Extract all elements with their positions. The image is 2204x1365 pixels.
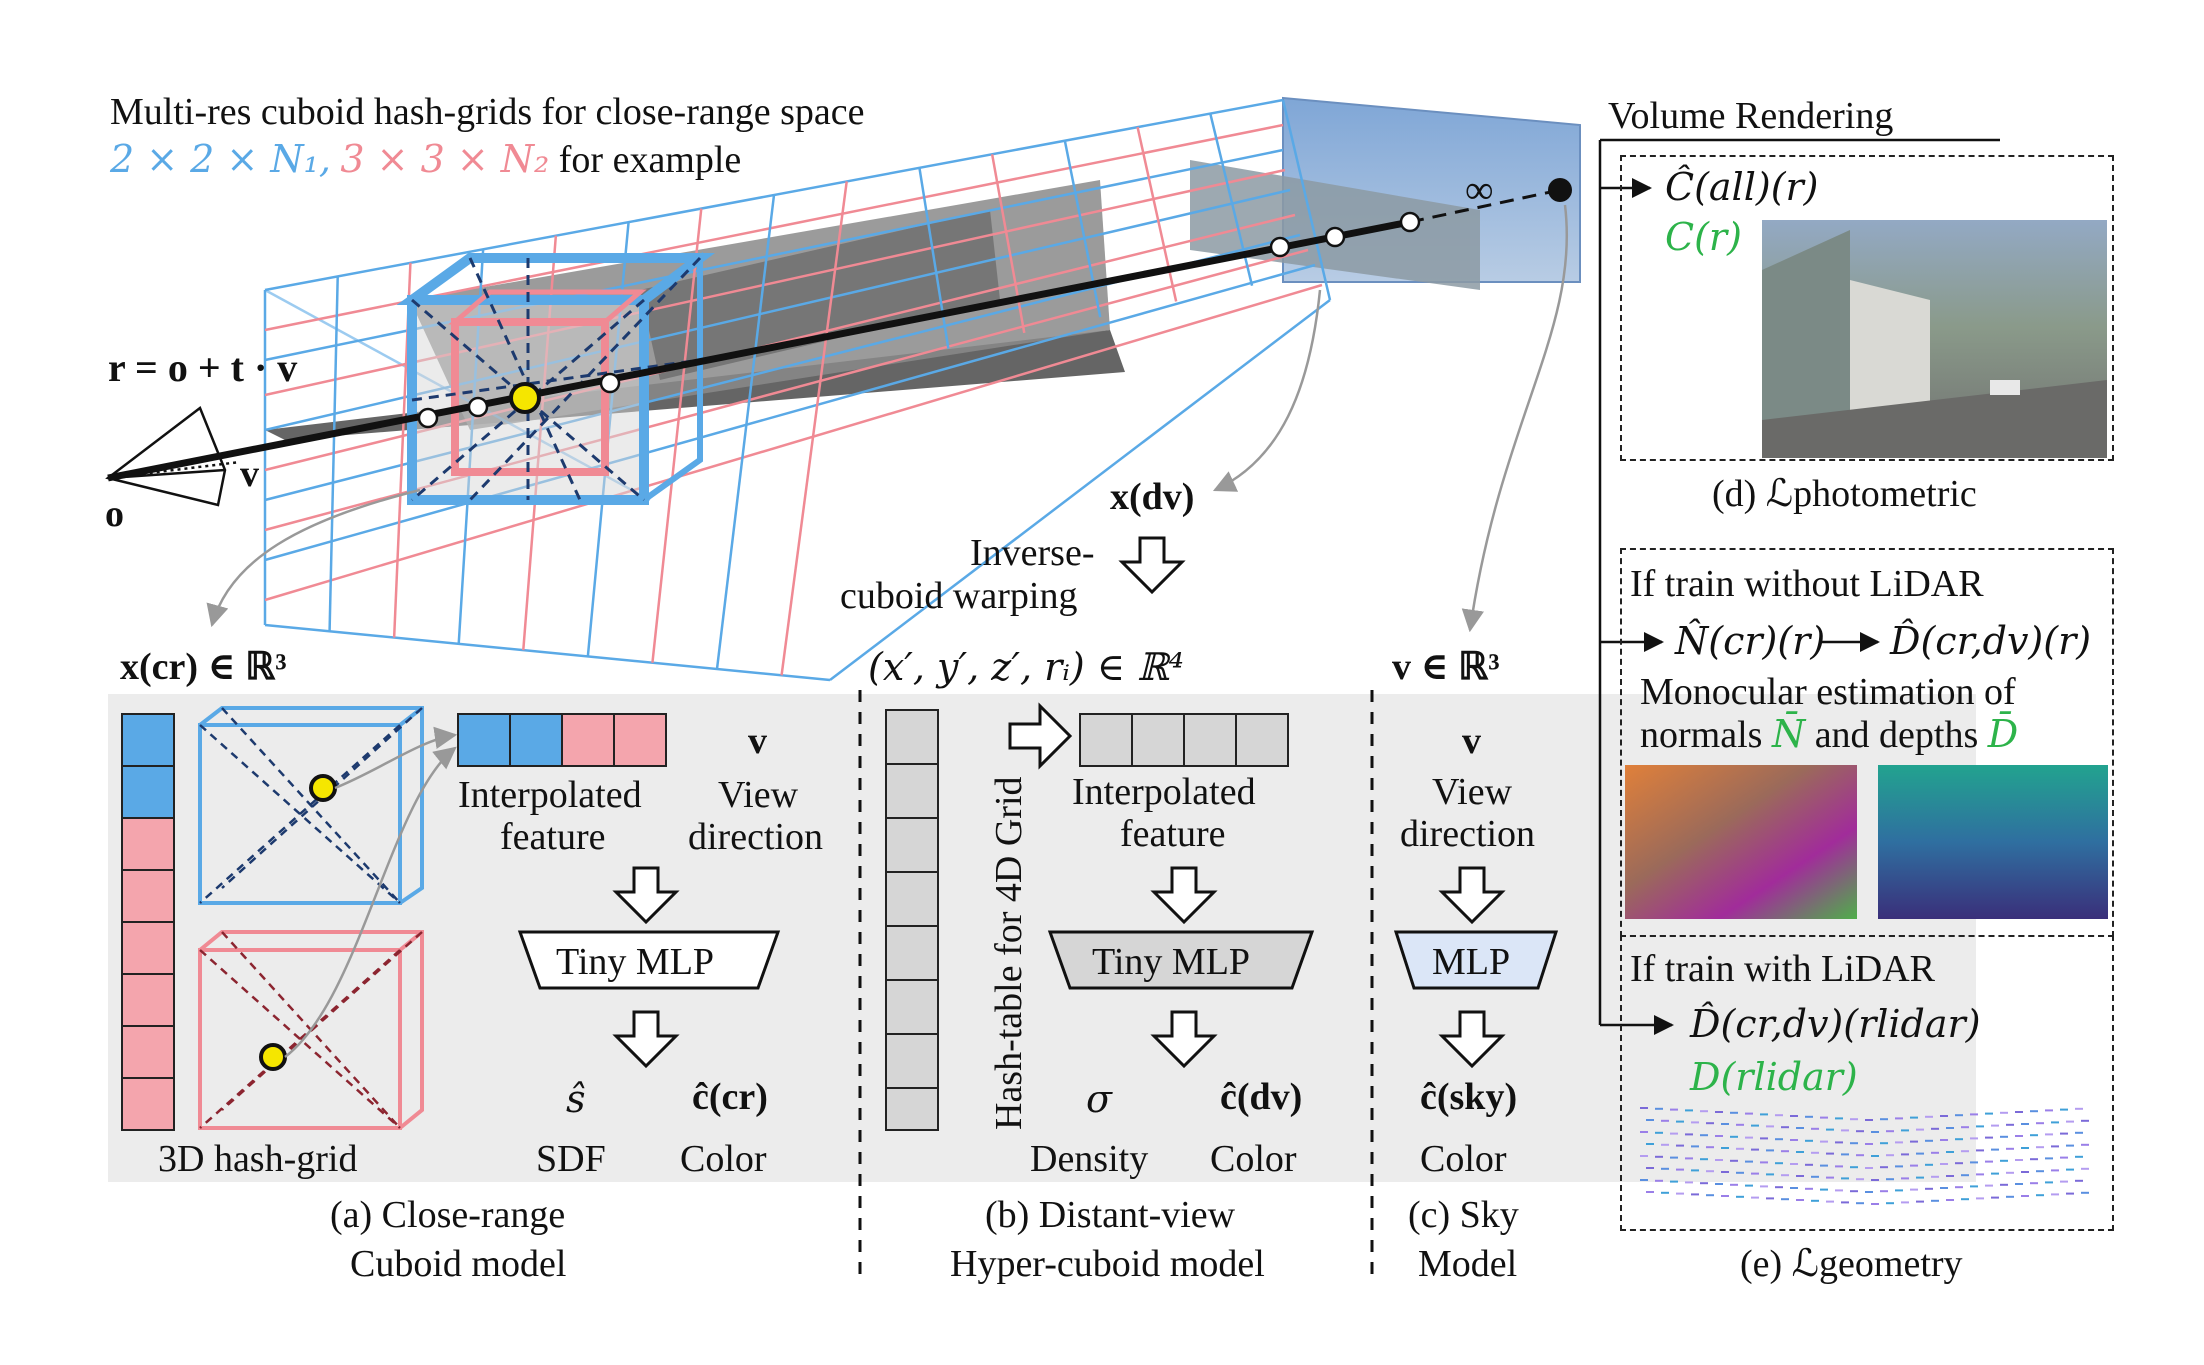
- warp-line2: cuboid warping: [840, 575, 1078, 617]
- no-lidar-label: If train without LiDAR: [1630, 563, 1984, 605]
- photometric-box: [1620, 155, 2114, 461]
- interpolated-feature-vector-a: [457, 713, 667, 767]
- ray-line-infinity: [1409, 188, 1561, 224]
- mlp-b-label: Tiny MLP: [1092, 941, 1251, 983]
- interp-a-line1: Interpolated: [458, 774, 642, 816]
- view-a-line1: View: [718, 774, 799, 816]
- interpolated-feature-vector-b: [1079, 713, 1289, 767]
- coords-4d-label: (x′, y′, z′, rᵢ) ∈ ℝ⁴: [868, 645, 1184, 689]
- grid-slice: [715, 194, 776, 670]
- example-red: 3 × 3 × N₂: [340, 137, 550, 181]
- mono-line1: Monocular estimation of: [1640, 671, 2016, 713]
- mlp-c: [1393, 930, 1559, 990]
- example-suffix: for example: [558, 139, 742, 181]
- caption-e: (e) ℒgeometry: [1740, 1243, 1963, 1285]
- grid-slice: [780, 181, 848, 676]
- n-cr-label: N̂(cr)(r): [1675, 619, 1826, 663]
- depth-map: [1878, 765, 2108, 919]
- caption-a-line1: (a) Close-range: [330, 1194, 566, 1236]
- hash-table-4d: [885, 709, 939, 1131]
- cuboid-hash-grid: [263, 98, 1332, 682]
- grid-title: Multi-res cuboid hash-grids for close-ra…: [110, 91, 865, 133]
- normal-map: [1625, 765, 1857, 919]
- grid-slice: [1063, 140, 1102, 318]
- mlp-c-label: MLP: [1432, 941, 1511, 983]
- color-c-label: Color: [1420, 1138, 1507, 1180]
- d-crdv-label: D̂(cr,dv)(r): [1890, 619, 2092, 663]
- c-dv: ĉ(dv): [1220, 1076, 1303, 1118]
- grid-example: 2 × 2 × N₁, 3 × 3 × N₂ for example: [110, 140, 741, 179]
- hash-table-4d-label: Hash-table for 4D Grid: [988, 776, 1030, 1130]
- s-hat: ŝ: [566, 1077, 586, 1121]
- v-r3-label: v ∈ ℝ³: [1392, 646, 1500, 688]
- distant-mountain-strip: [1190, 160, 1480, 290]
- caption-c-line1: (c) Sky: [1408, 1194, 1519, 1236]
- view-label: v: [240, 453, 259, 495]
- sdf-label: SDF: [536, 1138, 606, 1180]
- v-a: v: [748, 720, 767, 762]
- mono-normals: normals: [1640, 714, 1763, 756]
- mono-line2: normals N̄ and depths D̄: [1640, 715, 2018, 754]
- caption-b-line1: (b) Distant-view: [985, 1194, 1236, 1236]
- sigma: σ: [1086, 1077, 1112, 1121]
- volume-rendering-connectors: [1598, 138, 2000, 1035]
- infinity-label: ∞: [1465, 167, 1494, 212]
- query-point: [509, 382, 541, 414]
- density-label: Density: [1030, 1138, 1149, 1180]
- hollow-arrows: [612, 536, 1506, 1069]
- c-all-label: Ĉ(all)(r): [1665, 165, 1819, 209]
- view-c-line2: direction: [1400, 813, 1536, 855]
- c-sky: ĉ(sky): [1420, 1076, 1518, 1118]
- d-lidar-label: D̂(cr,dv)(rlidar): [1690, 1002, 1981, 1046]
- tiny-mlp-a: [517, 930, 781, 990]
- caption-b-line2: Hyper-cuboid model: [950, 1243, 1265, 1285]
- x-cr-label: x(cr) ∈ ℝ³: [120, 646, 287, 688]
- color-b-label: Color: [1210, 1138, 1297, 1180]
- sky-point: [1548, 178, 1572, 202]
- origin-label: o: [105, 493, 124, 535]
- caption-d: (d) ℒphotometric: [1712, 473, 1977, 515]
- volume-rendering-label: Volume Rendering: [1608, 95, 1894, 137]
- grid-label: 3D hash-grid: [158, 1138, 358, 1180]
- c-gt-label: C(r): [1665, 215, 1742, 259]
- c-cr: ĉ(cr): [692, 1076, 768, 1118]
- hash-table-3d: [121, 713, 175, 1131]
- mlp-a-label: Tiny MLP: [556, 941, 715, 983]
- example-blue: 2 × 2 × N₁,: [110, 137, 331, 181]
- view-c-line1: View: [1432, 771, 1513, 813]
- with-lidar-label: If train with LiDAR: [1630, 948, 1936, 990]
- caption-c-line2: Model: [1418, 1243, 1518, 1285]
- lidar-point-cloud: [1640, 1107, 2089, 1205]
- interp-a-line2: feature: [500, 816, 606, 858]
- grid-slice: [990, 154, 1026, 334]
- d-gt-lidar-label: D(rlidar): [1690, 1055, 1858, 1099]
- grid-slice: [328, 276, 339, 632]
- view-a-line2: direction: [688, 816, 824, 858]
- red-cube: [198, 930, 424, 1130]
- warp-line1: Inverse-: [970, 532, 1095, 574]
- grid-slice: [651, 208, 703, 663]
- ray-equation: r = o + t · v: [108, 345, 298, 390]
- street-photo: [1762, 220, 2107, 458]
- caption-a-line2: Cuboid model: [350, 1243, 567, 1285]
- x-dv-label: x(dv): [1110, 476, 1195, 518]
- mono-d-symbol: D̄: [1987, 712, 2019, 756]
- interp-b-line1: Interpolated: [1072, 771, 1256, 813]
- mono-n-symbol: N̄: [1771, 712, 1806, 756]
- blue-cube: [198, 706, 424, 905]
- v-c: v: [1462, 720, 1481, 762]
- interp-b-line2: feature: [1120, 813, 1226, 855]
- geometry-box-lidar: [1620, 935, 2114, 1231]
- color-a-label: Color: [680, 1138, 767, 1180]
- ray-sample-points: [417, 211, 1421, 429]
- mono-depths: and depths: [1814, 714, 1979, 756]
- ray-line: [107, 218, 1411, 482]
- grid-slice: [918, 167, 950, 349]
- tiny-mlp-b: [1047, 930, 1315, 990]
